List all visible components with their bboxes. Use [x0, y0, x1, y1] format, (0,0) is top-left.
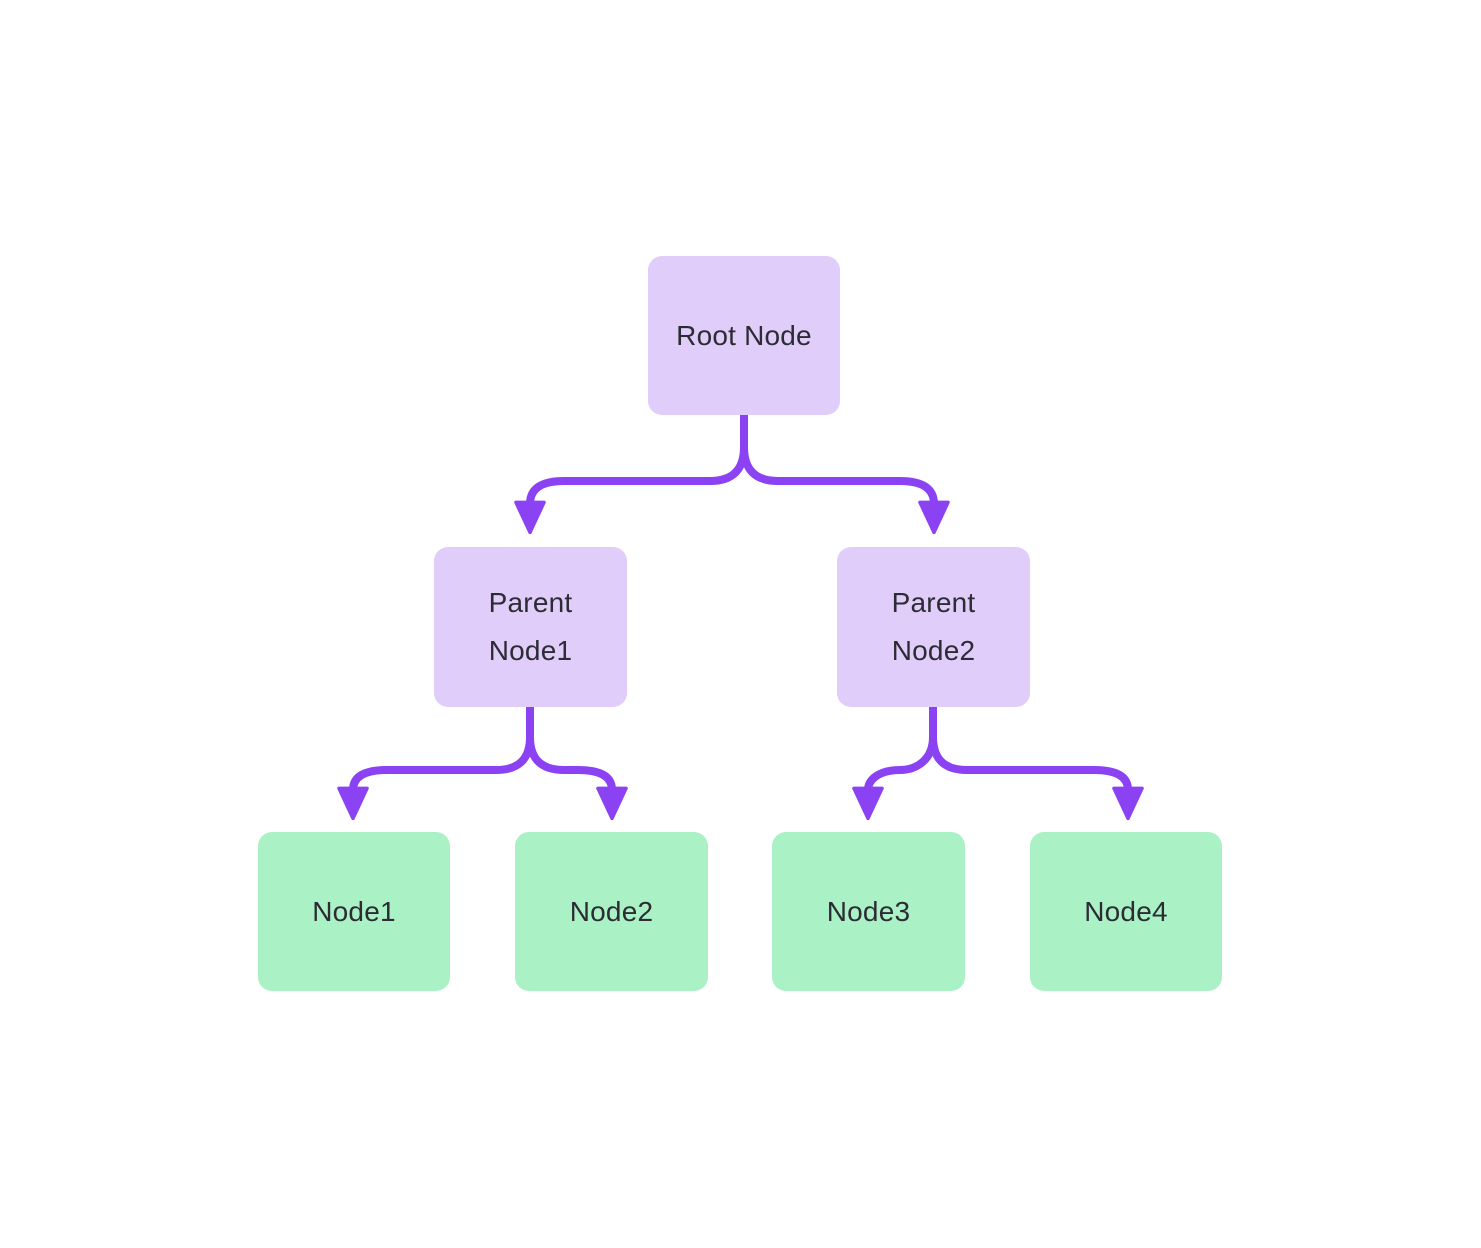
node-label: Node3 — [826, 895, 911, 927]
node-label: Parent Node1 — [488, 587, 573, 666]
node-label: Parent Node2 — [891, 587, 976, 666]
tree-node-leaf3: Node3 — [772, 832, 965, 991]
tree-node-leaf2: Node2 — [515, 832, 708, 991]
tree-node-leaf1: Node1 — [258, 832, 450, 991]
tree-node-leaf4: Node4 — [1030, 832, 1222, 991]
node-label: Node1 — [312, 895, 396, 927]
node-label: Node2 — [569, 895, 654, 927]
edge-root-to-parents — [514, 410, 950, 535]
node-label: Node4 — [1084, 895, 1168, 927]
edge-parent2-to-leaves — [852, 702, 1144, 821]
node-label: Root Node — [676, 319, 812, 351]
tree-node-parent1: Parent Node1 — [434, 547, 627, 707]
tree-node-root: Root Node — [648, 256, 840, 415]
edge-parent1-to-leaves — [337, 702, 628, 821]
tree-node-parent2: Parent Node2 — [837, 547, 1030, 707]
